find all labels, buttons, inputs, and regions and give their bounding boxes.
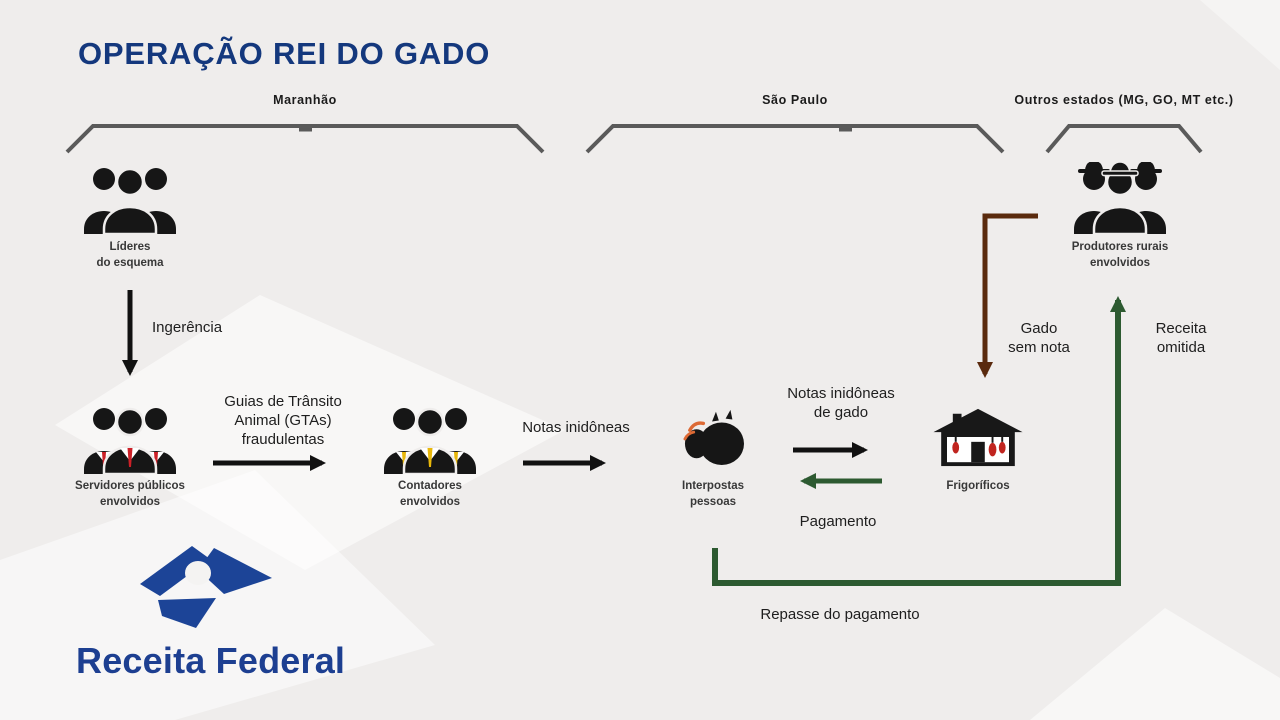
edge-label-notas-gado: Notas inidôneas de gado xyxy=(787,385,895,421)
public-servants-icon xyxy=(84,407,176,474)
edge-label-receita-omitida: Receita omitida xyxy=(1155,320,1207,356)
slaughterhouse-icon xyxy=(933,408,1023,467)
region-label-sao-paulo: São Paulo xyxy=(762,93,828,107)
edge-label-ingerencia: Ingerência xyxy=(152,319,223,336)
accountants-icon xyxy=(384,407,476,474)
bracket-sao-paulo xyxy=(585,124,1005,154)
region-label-maranhao: Maranhão xyxy=(273,93,337,107)
receita-federal-logo-text: Receita Federal xyxy=(76,640,346,681)
node-label-servidores: Servidores públicos envolvidos xyxy=(75,480,185,508)
edge-label-repasse: Repasse do pagamento xyxy=(760,606,920,623)
edge-label-notas-inidoneas: Notas inidôneas xyxy=(522,419,630,436)
edge-label-pagamento: Pagamento xyxy=(799,513,877,530)
receita-federal-logo-icon xyxy=(140,546,272,628)
bracket-outros-estados xyxy=(1045,124,1203,154)
node-label-interpostas: Interpostas pessoas xyxy=(682,480,744,508)
region-label-outros-estados: Outros estados (MG, GO, MT etc.) xyxy=(1014,93,1234,107)
page-title: OPERAÇÃO REI DO GADO xyxy=(78,36,491,71)
node-label-lideres: Líderes do esquema xyxy=(96,241,164,269)
node-label-produtores: Produtores rurais envolvidos xyxy=(1071,241,1169,269)
node-label-contadores: Contadores envolvidos xyxy=(398,480,462,508)
edge-label-gtas: Guias de Trânsito Animal (GTAs) fraudule… xyxy=(224,393,342,448)
edge-label-gado-sem-nota: Gado sem nota xyxy=(1008,320,1070,356)
group-leaders-icon xyxy=(84,167,176,234)
node-label-frigorificos: Frigoríficos xyxy=(946,480,1010,492)
cattle-icon xyxy=(683,409,744,466)
bracket-maranhao xyxy=(65,124,545,154)
rural-producers-icon xyxy=(1074,162,1166,234)
